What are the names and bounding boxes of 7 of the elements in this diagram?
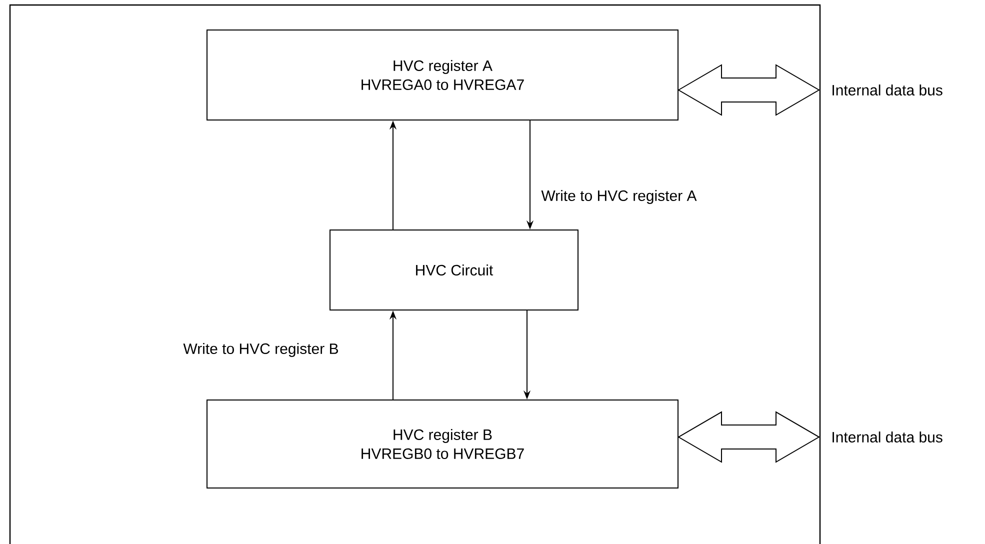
bus-label: Internal data bus: [832, 84, 942, 96]
edge-label: Write to HVC register A: [540, 189, 698, 205]
bus-label: Internal data bus: [832, 432, 942, 442]
edge-label: Write to HVC register B: [182, 342, 340, 358]
register-box: HVC register B HVREGB0 to HVREGB7: [206, 400, 678, 488]
register-box: HVC register A HVREGA0 to HVREGA7: [206, 30, 678, 120]
circuit-box: HVC Circuit: [330, 230, 578, 310]
